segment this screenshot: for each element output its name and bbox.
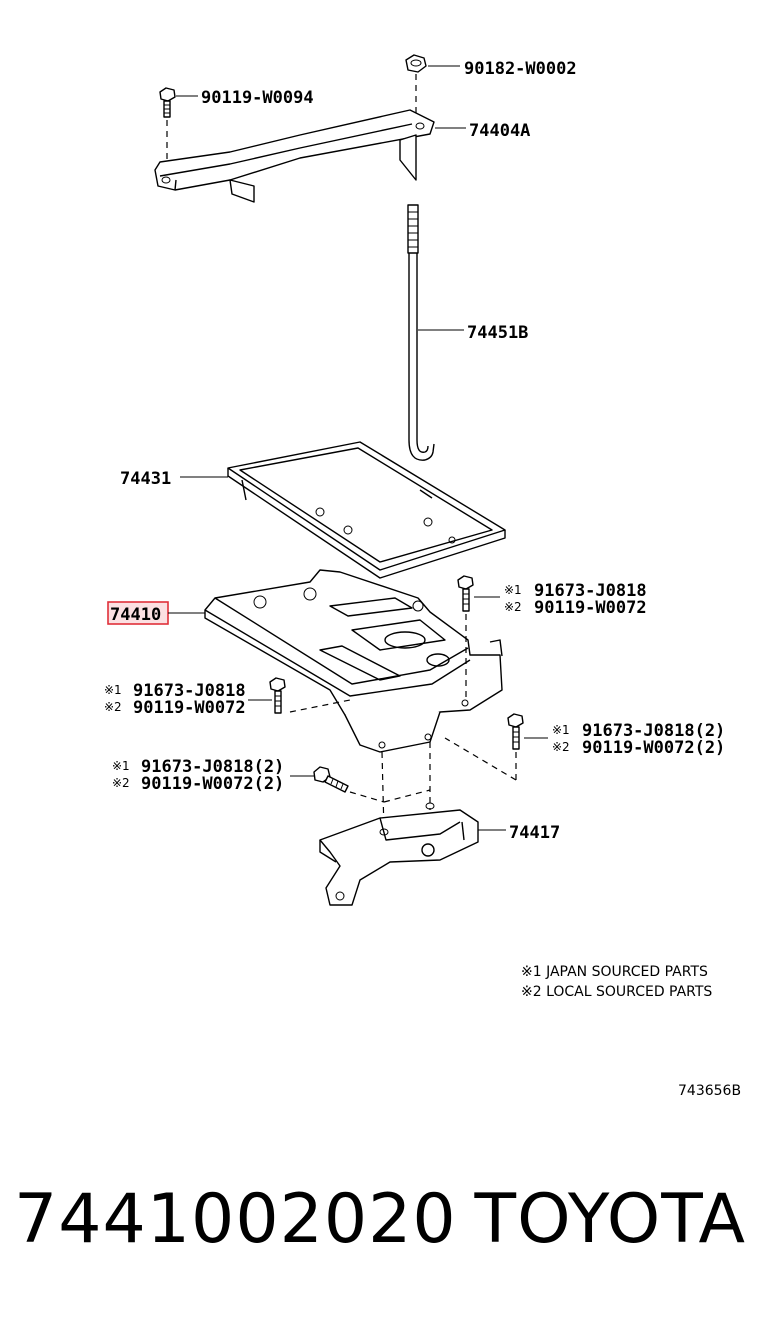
battery-tray[interactable] xyxy=(227,441,506,579)
label-rl-p1[interactable]: 91673-J0818(2) xyxy=(582,721,725,741)
label-ru-p2[interactable]: 90119-W0072 xyxy=(534,598,647,618)
label-ru-p1[interactable]: 91673-J0818 xyxy=(534,581,647,601)
note-japan-sourced: ※1 JAPAN SOURCED PARTS xyxy=(521,964,708,980)
label-nut-top[interactable]: 90182-W0002 xyxy=(464,59,577,79)
mark-lm-2: ※2 xyxy=(104,700,122,714)
mark-rl-1: ※1 xyxy=(552,723,570,737)
label-bracket[interactable]: 74417 xyxy=(509,823,560,843)
bolt-right-lower[interactable] xyxy=(507,713,524,750)
mark-ru-2: ※2 xyxy=(504,600,522,614)
bolt-right-upper[interactable] xyxy=(457,575,474,612)
footer-part-number: 7441002020 xyxy=(14,1180,457,1259)
mark-ru-1: ※1 xyxy=(504,583,522,597)
nut-top[interactable] xyxy=(405,54,427,73)
label-lm-p1[interactable]: 91673-J0818 xyxy=(133,681,246,701)
label-tray[interactable]: 74431 xyxy=(120,469,171,489)
label-lm-p2[interactable]: 90119-W0072 xyxy=(133,698,246,718)
footer-brand: TOYOTA xyxy=(474,1180,746,1259)
label-ll-p2[interactable]: 90119-W0072(2) xyxy=(141,774,284,794)
label-clamp[interactable]: 74404A xyxy=(469,121,530,141)
bolt-left-mid[interactable] xyxy=(269,677,286,714)
mark-lm-1: ※1 xyxy=(104,683,122,697)
bolt-left-lower[interactable] xyxy=(313,766,349,793)
carrier-bracket[interactable] xyxy=(319,802,479,906)
battery-clamp[interactable] xyxy=(154,109,435,203)
battery-carrier[interactable] xyxy=(204,569,503,753)
mark-ll-2: ※2 xyxy=(112,776,130,790)
mark-ll-1: ※1 xyxy=(112,759,130,773)
label-carrier[interactable]: 74410 xyxy=(110,605,161,625)
diagram-ref-number: 743656B xyxy=(678,1083,741,1099)
footer: 7441002020 TOYOTA xyxy=(0,1180,760,1290)
hold-down-rod[interactable] xyxy=(407,204,435,461)
label-rl-p2[interactable]: 90119-W0072(2) xyxy=(582,738,725,758)
note-local-sourced: ※2 LOCAL SOURCED PARTS xyxy=(521,984,712,1000)
bolt-top[interactable] xyxy=(159,87,176,118)
mark-rl-2: ※2 xyxy=(552,740,570,754)
exploded-parts-diagram: 90182-W0002 90119-W0094 74404A 74451B xyxy=(104,54,741,1099)
label-rod[interactable]: 74451B xyxy=(467,323,528,343)
label-bolt-top[interactable]: 90119-W0094 xyxy=(201,88,314,108)
label-ll-p1[interactable]: 91673-J0818(2) xyxy=(141,757,284,777)
